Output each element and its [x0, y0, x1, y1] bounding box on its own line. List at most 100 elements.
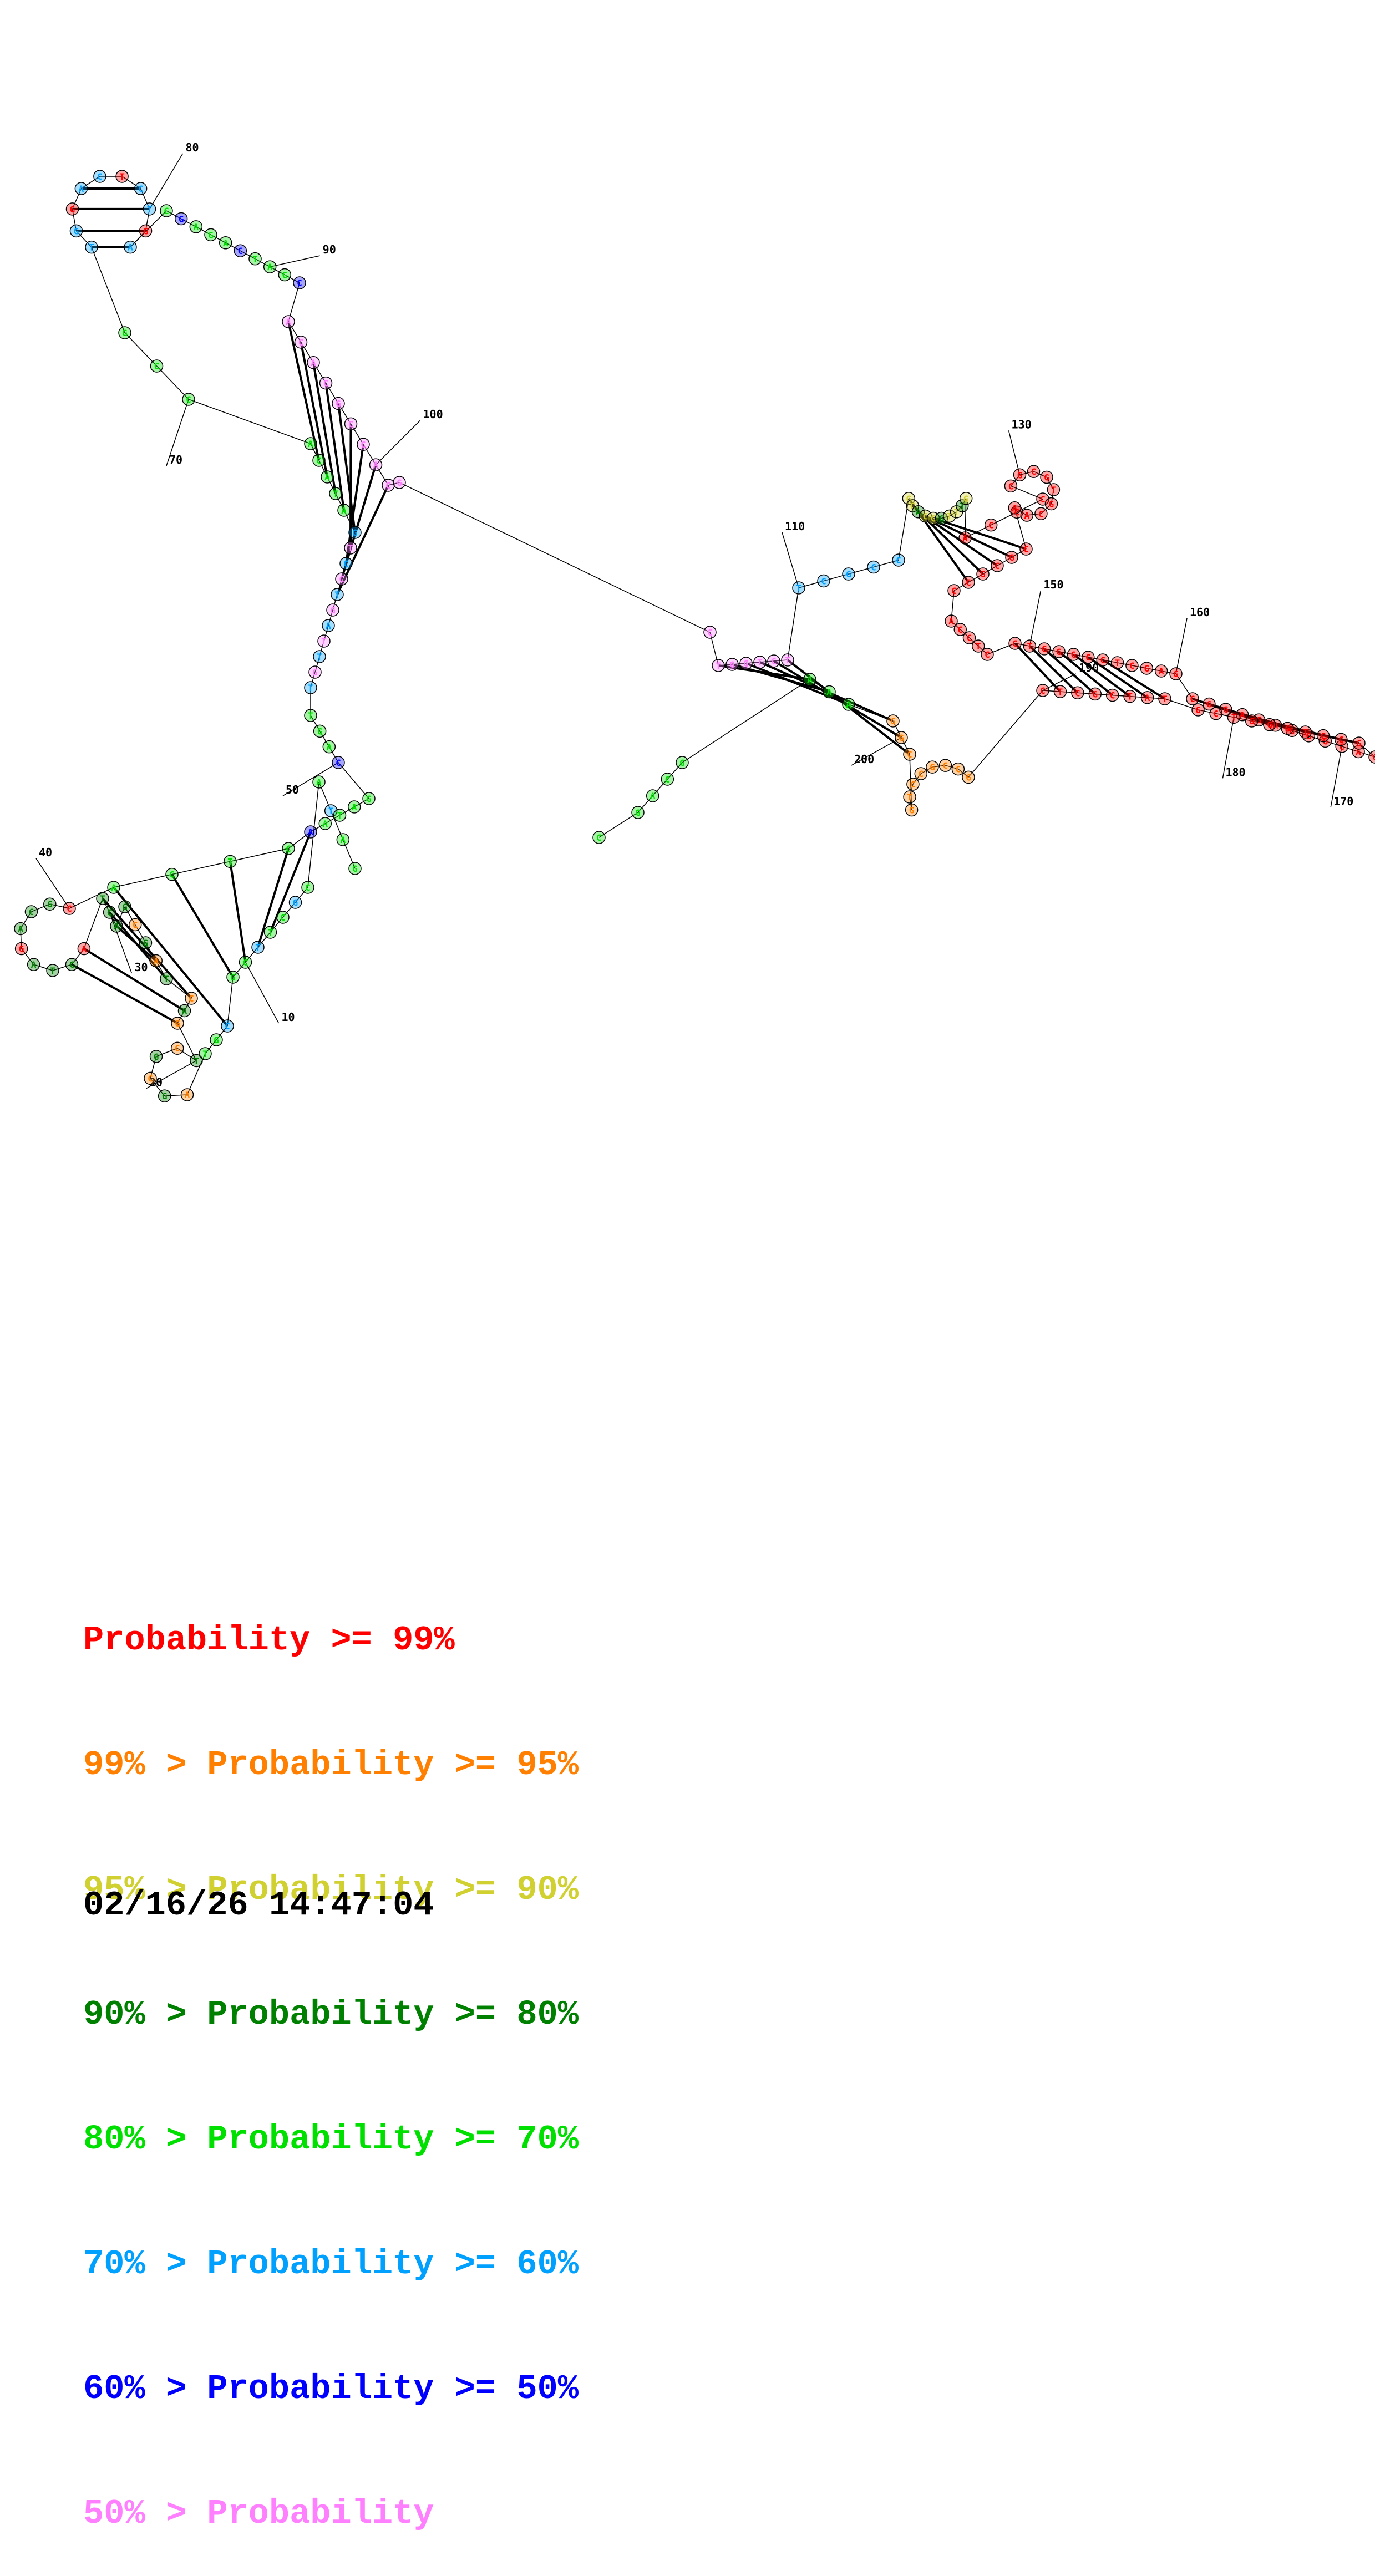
- backbone-segment: [962, 498, 967, 506]
- svg-text:T: T: [348, 543, 353, 553]
- svg-text:C: C: [707, 627, 713, 638]
- backbone-segment: [319, 730, 329, 748]
- backbone-segment: [205, 1039, 217, 1054]
- svg-text:A: A: [185, 1090, 190, 1100]
- svg-text:C: C: [871, 562, 876, 573]
- position-tick: [35, 858, 70, 909]
- svg-text:A: A: [327, 742, 332, 753]
- svg-text:A: A: [352, 802, 357, 812]
- svg-text:G: G: [336, 399, 341, 409]
- svg-text:C: C: [1038, 509, 1044, 519]
- nucleotide: T: [781, 653, 794, 667]
- nucleotide: C: [1105, 688, 1119, 702]
- svg-text:G: G: [1249, 716, 1255, 726]
- nucleotide: A: [369, 458, 383, 471]
- backbone-segment: [1077, 692, 1095, 695]
- nucleotide: A: [1235, 708, 1249, 722]
- nucleotide: T: [972, 639, 985, 653]
- backbone-segment: [363, 444, 377, 465]
- backbone-segment: [953, 582, 969, 591]
- position-label: 200: [854, 753, 874, 766]
- nucleotide: T: [329, 487, 342, 500]
- svg-text:C: C: [967, 633, 972, 643]
- legend-text: Probability >= 50%: [207, 2369, 579, 2409]
- backbone-segment: [1014, 507, 1027, 516]
- backbone-segment: [1147, 697, 1165, 699]
- nucleotide: G: [1005, 551, 1018, 564]
- backbone-segment: [83, 898, 103, 949]
- svg-text:G: G: [70, 204, 75, 215]
- nucleotide: A: [945, 614, 958, 628]
- legend-line-plow: 50% > Probability: [83, 2493, 579, 2534]
- svg-text:C: C: [238, 246, 243, 256]
- backbone-segment: [325, 383, 339, 404]
- nucleotide: C: [382, 479, 395, 492]
- svg-text:T: T: [252, 254, 258, 265]
- backbone-segment: [91, 247, 125, 333]
- svg-text:T: T: [716, 660, 721, 671]
- nucleotide: G: [1052, 645, 1066, 658]
- nucleotide: A: [74, 182, 88, 195]
- svg-text:C: C: [918, 769, 924, 779]
- legend-prefix: 99% >: [83, 1745, 207, 1785]
- nucleotide: C: [339, 557, 353, 570]
- nucleotide: T: [1298, 725, 1312, 739]
- backbone-segment: [1046, 477, 1054, 490]
- svg-text:A: A: [128, 242, 133, 253]
- svg-text:T: T: [960, 501, 965, 511]
- nucleotide: G: [1219, 703, 1232, 716]
- nucleotide: G: [278, 268, 292, 282]
- svg-text:C: C: [29, 907, 34, 917]
- backbone-segment: [823, 573, 849, 582]
- backbone-segment: [956, 505, 963, 512]
- nucleotide: C: [335, 572, 348, 586]
- svg-text:C: C: [189, 993, 194, 1004]
- backbone-segment: [72, 209, 77, 231]
- svg-text:G: G: [1144, 663, 1149, 674]
- backbone-segment: [166, 210, 182, 220]
- svg-text:C: C: [956, 764, 961, 775]
- position-tick: [1222, 717, 1235, 779]
- svg-text:C: C: [280, 912, 286, 923]
- legend-text: Probability >= 95%: [207, 1745, 579, 1785]
- svg-text:C: C: [348, 419, 354, 429]
- backbone-segment: [338, 762, 369, 799]
- svg-text:C: C: [985, 649, 990, 660]
- nucleotide: G: [1140, 662, 1154, 675]
- base-pair: [1073, 653, 1131, 698]
- nucleotide: T: [792, 581, 805, 595]
- backbone-segment: [1308, 735, 1326, 742]
- legend-line-p95: 99% > Probability >= 95%: [83, 1744, 579, 1786]
- legend-prefix: 50% >: [83, 2494, 207, 2533]
- svg-text:G: G: [1195, 705, 1201, 715]
- backbone-segment: [80, 176, 100, 189]
- nucleotide: A: [337, 504, 351, 517]
- svg-text:T: T: [907, 792, 912, 802]
- backbone-segment: [682, 679, 810, 763]
- position-tick: [109, 912, 133, 974]
- backbone-segment: [156, 365, 189, 400]
- nucleotide: C: [24, 905, 38, 918]
- nucleotide: G: [725, 658, 739, 671]
- position-label: 50: [286, 783, 299, 796]
- nucleotide: A: [27, 958, 40, 971]
- backbone-segment: [232, 962, 246, 978]
- svg-text:C: C: [1031, 466, 1037, 477]
- backbone-segment: [1027, 513, 1041, 516]
- nucleotide: C: [165, 867, 179, 881]
- backbone-segment: [124, 906, 136, 925]
- backbone-segment: [1041, 503, 1052, 514]
- svg-text:C: C: [1321, 731, 1326, 741]
- svg-text:C: C: [821, 576, 826, 587]
- nucleotide: G: [631, 806, 645, 819]
- svg-text:C: C: [1129, 660, 1135, 671]
- svg-text:C: C: [1008, 481, 1014, 491]
- svg-text:C: C: [133, 920, 138, 931]
- nucleotide: C: [1010, 505, 1024, 519]
- svg-text:A: A: [194, 222, 199, 232]
- svg-text:C: C: [175, 1043, 180, 1054]
- backbone-segment: [156, 1048, 177, 1057]
- nucleotide: T: [753, 656, 767, 669]
- backbone-segment: [1014, 643, 1030, 647]
- nucleotide: A: [304, 437, 317, 450]
